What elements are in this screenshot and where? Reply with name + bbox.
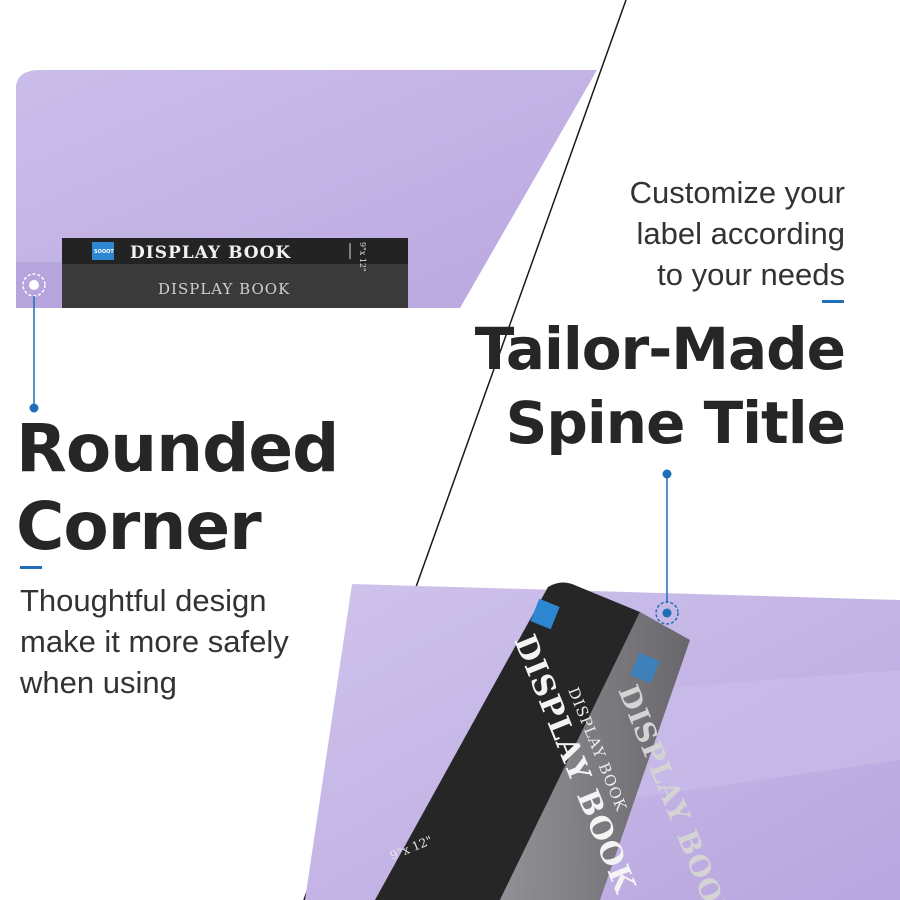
spine-title-heading: Tailor-Made Spine Title (474, 315, 846, 457)
rounded-corner-description: Thoughtful design make it more safely wh… (20, 583, 289, 700)
corner-callout-dot (29, 403, 39, 413)
rounded-corner-accent-bar (20, 566, 42, 569)
brand-badge-bottom (530, 598, 560, 630)
binder-bottom-image: DISPLAY BOOK DISPLAY BOOK DISPLAY BOOK 9… (305, 582, 900, 900)
brand-badge-top (92, 242, 114, 260)
brand-text-top: SOOOT (94, 249, 114, 255)
spine-title-description: Customize your label according to your n… (629, 175, 845, 292)
spine-callout-dot (662, 469, 672, 479)
corner-marker-dot (29, 280, 39, 290)
spine-label-clear-top: DISPLAY BOOK (158, 280, 290, 298)
brand-badge-clear (630, 652, 660, 684)
spine-label-top: DISPLAY BOOK (130, 243, 291, 263)
spine-clear (500, 612, 690, 900)
spine-marker-dot (662, 608, 672, 618)
spine-title-accent-bar (822, 300, 844, 303)
rounded-corner-heading: Rounded Corner (16, 410, 339, 565)
size-label-top: 9"x 12" (358, 242, 367, 272)
binder-top-image: SOOOT DISPLAY BOOK 9"x 12" DISPLAY BOOK (16, 70, 597, 308)
spine-black (375, 582, 640, 900)
